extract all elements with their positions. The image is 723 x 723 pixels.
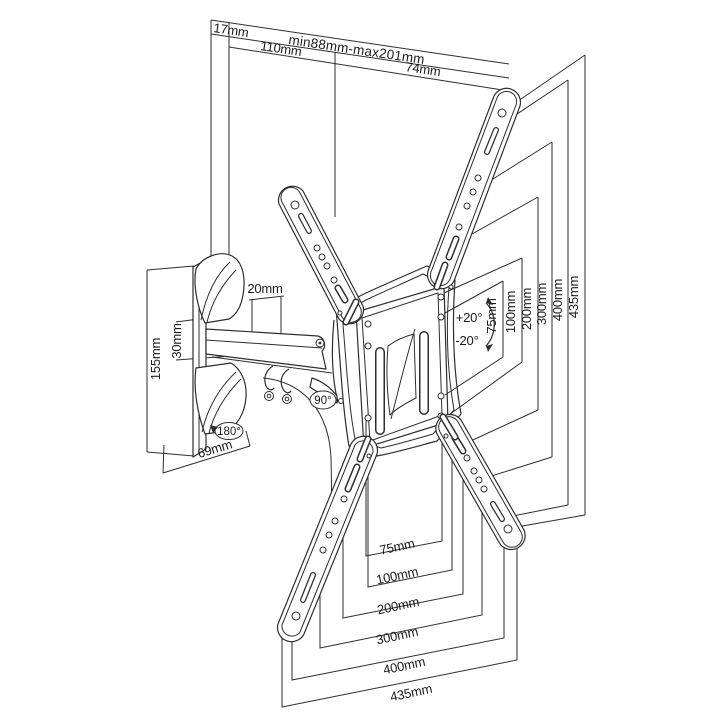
- upper-hinge-cover: [194, 253, 245, 324]
- dim-vesa-v-300: 300mm: [534, 283, 549, 325]
- dim-vesa-v-75: 75mm: [484, 298, 499, 333]
- dim-vesa-v-400: 400mm: [550, 279, 565, 321]
- dim-left-arm-gap: 30mm: [169, 323, 184, 358]
- arm-bar-edge: [205, 339, 323, 349]
- lower-hinge-curve-2: [208, 378, 242, 434]
- upper-hinge-curve-1: [200, 261, 231, 321]
- tilt-down-label: -20°: [455, 333, 478, 348]
- swivel-180-label: 180°: [217, 426, 241, 438]
- ruler-155-tick-bottom: [146, 451, 195, 457]
- bracket-vesa-100-h: [367, 428, 453, 588]
- lower-hinge-curve-1: [201, 371, 237, 433]
- swivel-180-arrow-icon: [210, 425, 218, 433]
- arm-upper-left: [277, 185, 365, 325]
- cable-hook-left-ball-inner: [266, 393, 272, 399]
- ruler-69: [162, 445, 251, 474]
- dim-top-head-depth: 74mm: [405, 59, 442, 79]
- wall-assembly: [192, 253, 344, 458]
- angle-annotations: 180° 90° +20° -20°: [210, 297, 495, 440]
- swivel-90-label: 90°: [314, 395, 331, 407]
- tilt-arrow-up-icon: [486, 297, 493, 305]
- arm-pivot-screw-center: [318, 341, 322, 345]
- ruler-69-tick-right: [245, 430, 251, 447]
- bracket-vesa-200-h: [342, 450, 464, 619]
- arm-lower-right: [435, 413, 526, 551]
- vesa-adapter: [355, 285, 449, 449]
- tilt-up-label: +20°: [456, 310, 482, 325]
- ruler-20-base: [248, 295, 285, 301]
- leader-vesa-100: [443, 257, 523, 418]
- mount-arm-bar: [205, 328, 327, 370]
- top-band-line-3: [228, 46, 510, 92]
- swivel-90-badge: [309, 390, 337, 410]
- dim-vesa-v-200: 200mm: [519, 288, 534, 330]
- lower-hinge-cover: [194, 362, 247, 435]
- leader-vesa-75: [444, 280, 504, 396]
- ruler-155-tick-top: [146, 265, 195, 271]
- dim-vesa-v-435: 435mm: [566, 276, 581, 318]
- corner-slots: [337, 261, 459, 463]
- arm-bar-underside: [211, 356, 333, 374]
- tilt-arc: [485, 302, 495, 347]
- dim-top-wall-offset: 17mm: [213, 20, 250, 40]
- adapter-cutout-curve: [390, 328, 416, 420]
- cable-hook-right-ball-inner: [284, 396, 290, 402]
- cable-hooks: [264, 365, 292, 404]
- vesa-plate: [335, 265, 462, 457]
- cable-hook-left: [264, 365, 275, 391]
- vesa-arms: [276, 87, 526, 643]
- adapter-cutout: [386, 333, 417, 416]
- top-band-line-1: [210, 19, 510, 65]
- dim-left-pivot-offset: 20mm: [247, 281, 282, 296]
- upper-hinge-curve-2: [206, 269, 237, 323]
- vesa-plate-rim: [341, 273, 455, 449]
- dim-vesa-h-75: 75mm: [378, 536, 416, 558]
- arm-upper-right: [426, 87, 522, 290]
- arm-lower-left: [276, 435, 379, 643]
- dim-top-arm-depth: 110mm: [260, 38, 303, 59]
- dim-vesa-v-100: 100mm: [503, 291, 518, 333]
- top-band-line-2: [210, 33, 510, 79]
- tilt-arrow-down-icon: [486, 344, 493, 352]
- bracket-vesa-435-h: [281, 534, 518, 708]
- dim-left-plate-height: 155mm: [148, 338, 163, 380]
- ruler-69-tick-left: [162, 444, 165, 474]
- bracket-vesa-75-h: [365, 418, 443, 557]
- cable-hook-right: [280, 368, 292, 394]
- swivel-180-badge: [214, 422, 244, 440]
